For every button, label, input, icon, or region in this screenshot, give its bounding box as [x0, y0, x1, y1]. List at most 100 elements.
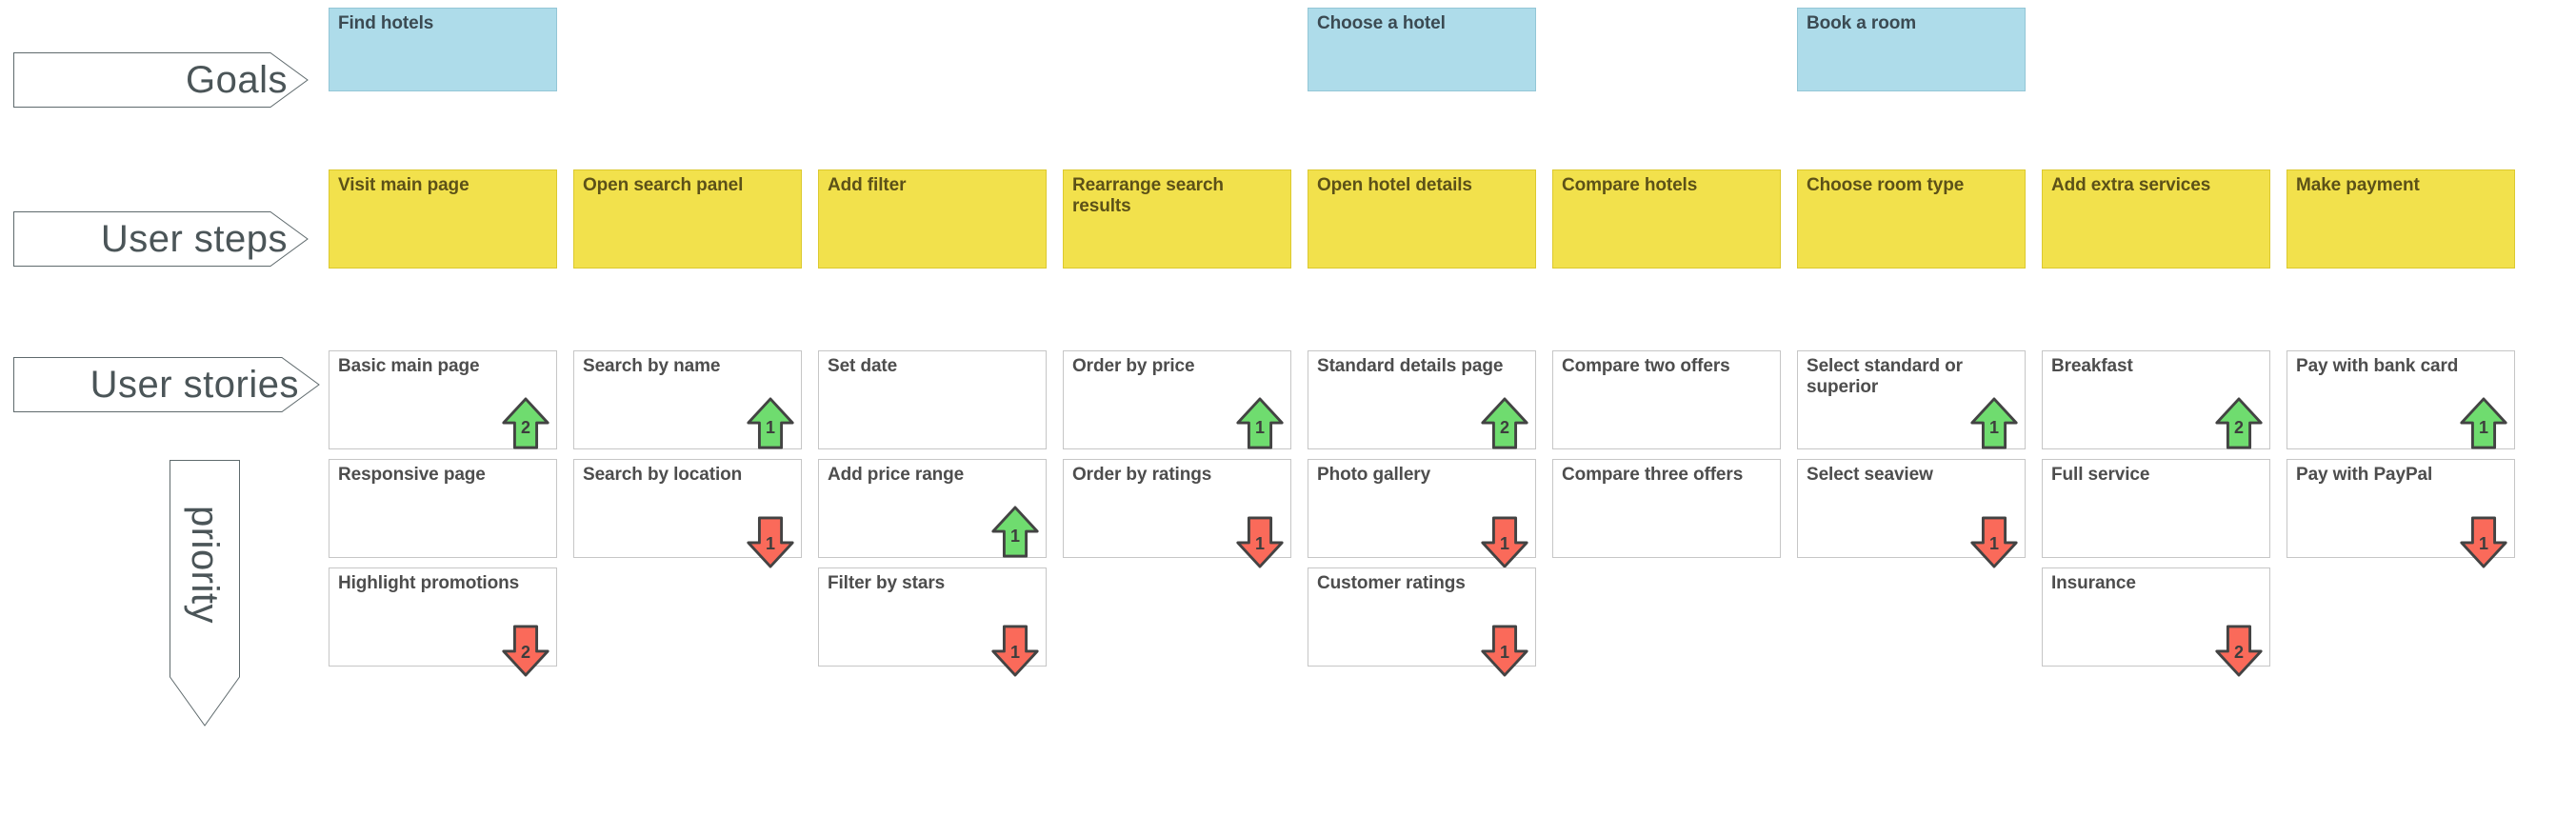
step-card-6[interactable]: Choose room type — [1797, 169, 2026, 269]
arrow-glyph — [991, 625, 1039, 677]
card-label: Choose a hotel — [1317, 13, 1446, 33]
story-card-6-1[interactable]: Select seaview 1 — [1797, 459, 2026, 568]
story-card-4-0[interactable]: Standard details page 2 — [1308, 350, 1536, 449]
lane-banner-user-steps: User steps — [13, 211, 309, 267]
priority-up-arrow-icon: 1 — [746, 397, 795, 450]
priority-up-arrow-icon: 2 — [1480, 397, 1529, 450]
arrow-glyph — [1481, 397, 1528, 449]
priority-number: 1 — [1988, 534, 1999, 553]
lane-banner-user-stories: User stories — [13, 357, 320, 412]
lane-label-user-stories: User stories — [90, 363, 299, 406]
card-label: Breakfast — [2051, 356, 2133, 376]
story-card-3-0[interactable]: Order by price 1 — [1063, 350, 1291, 449]
story-card-7-1[interactable]: Full service — [2042, 459, 2270, 558]
priority-number: 1 — [765, 418, 775, 437]
story-card-5-1[interactable]: Compare three offers — [1552, 459, 1781, 558]
card-label: Book a room — [1807, 13, 1917, 33]
priority-down-arrow-icon: 1 — [1969, 515, 2019, 568]
story-card-5-0[interactable]: Compare two offers — [1552, 350, 1781, 449]
priority-number: 1 — [2478, 418, 2488, 437]
lane-label-user-steps: User steps — [100, 217, 288, 260]
card-label: Open search panel — [583, 175, 744, 195]
arrow-glyph — [1481, 625, 1528, 677]
story-card-2-0[interactable]: Set date — [818, 350, 1047, 449]
banner-arrow-shape — [13, 211, 309, 267]
step-card-1[interactable]: Open search panel — [573, 169, 802, 269]
priority-number: 2 — [1499, 418, 1509, 437]
arrow-glyph — [747, 397, 794, 449]
arrow-glyph — [1970, 397, 2018, 449]
priority-number: 1 — [1499, 643, 1509, 662]
priority-down-arrow-icon: 1 — [746, 515, 795, 568]
goal-card-0[interactable]: Find hotels — [329, 8, 557, 91]
card-label: Order by price — [1072, 356, 1195, 376]
card-label: Find hotels — [338, 13, 434, 33]
step-card-7[interactable]: Add extra services — [2042, 169, 2270, 269]
story-card-7-2[interactable]: Insurance 2 — [2042, 567, 2270, 677]
priority-down-arrow-icon: 1 — [990, 624, 1040, 677]
priority-number: 2 — [2233, 643, 2244, 662]
card-label: Visit main page — [338, 175, 469, 195]
card-label: Insurance — [2051, 573, 2136, 593]
priority-up-arrow-icon: 1 — [1235, 397, 1285, 450]
step-card-3[interactable]: Rearrange search results — [1063, 169, 1291, 269]
priority-number: 1 — [1988, 418, 1999, 437]
card-label: Add price range — [828, 465, 965, 485]
card-label: Filter by stars — [828, 573, 946, 593]
step-card-5[interactable]: Compare hotels — [1552, 169, 1781, 269]
priority-down-arrow-icon: 1 — [1480, 515, 1529, 568]
story-card-4-1[interactable]: Photo gallery 1 — [1308, 459, 1536, 568]
story-card-1-1[interactable]: Search by location 1 — [573, 459, 802, 568]
arrow-glyph — [1236, 516, 1284, 568]
priority-number: 1 — [1254, 418, 1265, 437]
priority-number: 2 — [520, 643, 530, 662]
card-label: Pay with bank card — [2296, 356, 2459, 376]
story-card-3-1[interactable]: Order by ratings 1 — [1063, 459, 1291, 568]
step-card-4[interactable]: Open hotel details — [1308, 169, 1536, 269]
story-card-4-2[interactable]: Customer ratings 1 — [1308, 567, 1536, 677]
priority-pennant-label: priority — [184, 505, 227, 625]
card-label: Order by ratings — [1072, 465, 1212, 485]
card-label: Photo gallery — [1317, 465, 1431, 485]
step-card-2[interactable]: Add filter — [818, 169, 1047, 269]
story-card-8-0[interactable]: Pay with bank card 1 — [2286, 350, 2515, 449]
arrow-glyph — [1236, 397, 1284, 449]
priority-down-arrow-icon: 2 — [501, 624, 550, 677]
goal-card-1[interactable]: Choose a hotel — [1308, 8, 1536, 91]
goal-card-2[interactable]: Book a room — [1797, 8, 2026, 91]
priority-down-arrow-icon: 1 — [2459, 515, 2508, 568]
card-label: Add extra services — [2051, 175, 2211, 195]
banner-arrow-shape — [13, 357, 320, 412]
story-card-2-2[interactable]: Filter by stars 1 — [818, 567, 1047, 677]
step-card-0[interactable]: Visit main page — [329, 169, 557, 269]
arrow-glyph — [2460, 516, 2507, 568]
lane-banner-goals: Goals — [13, 52, 309, 108]
card-label: Pay with PayPal — [2296, 465, 2433, 485]
card-label: Choose room type — [1807, 175, 1965, 195]
card-label: Select seaview — [1807, 465, 1933, 485]
arrow-glyph — [2460, 397, 2507, 449]
story-card-8-1[interactable]: Pay with PayPal 1 — [2286, 459, 2515, 568]
story-card-0-1[interactable]: Responsive page — [329, 459, 557, 558]
card-label: Compare hotels — [1562, 175, 1698, 195]
card-label: Customer ratings — [1317, 573, 1466, 593]
arrow-glyph — [2215, 397, 2263, 449]
arrow-glyph — [991, 506, 1039, 558]
priority-number: 1 — [1254, 534, 1265, 553]
priority-up-arrow-icon: 2 — [2214, 397, 2264, 450]
arrow-glyph — [747, 516, 794, 568]
card-label: Search by location — [583, 465, 743, 485]
priority-down-arrow-icon: 1 — [1480, 624, 1529, 677]
arrow-glyph — [502, 625, 549, 677]
priority-number: 1 — [1009, 643, 1020, 662]
priority-number: 1 — [2478, 534, 2488, 553]
step-card-8[interactable]: Make payment — [2286, 169, 2515, 269]
card-label: Compare two offers — [1562, 356, 1730, 376]
card-label: Standard details page — [1317, 356, 1504, 376]
story-card-7-0[interactable]: Breakfast 2 — [2042, 350, 2270, 449]
